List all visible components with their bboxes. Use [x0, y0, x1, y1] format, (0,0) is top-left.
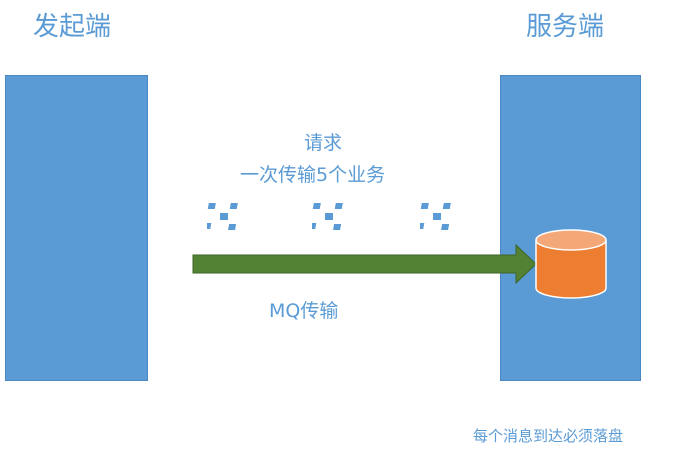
- request-description: 一次传输5个业务: [240, 164, 386, 186]
- sender-panel: [5, 75, 148, 381]
- database-icon: [535, 229, 607, 299]
- request-label: 请求: [304, 132, 343, 154]
- server-title: 服务端: [526, 12, 605, 42]
- message-icon: [312, 203, 343, 230]
- right-arrow-icon: [192, 244, 537, 284]
- message-icon: [420, 203, 451, 230]
- transport-label: MQ传输: [269, 300, 339, 322]
- sender-title: 发起端: [33, 12, 112, 42]
- footer-note: 每个消息到达必须落盘: [473, 427, 624, 445]
- message-icon: [207, 203, 238, 230]
- server-panel: [500, 75, 641, 381]
